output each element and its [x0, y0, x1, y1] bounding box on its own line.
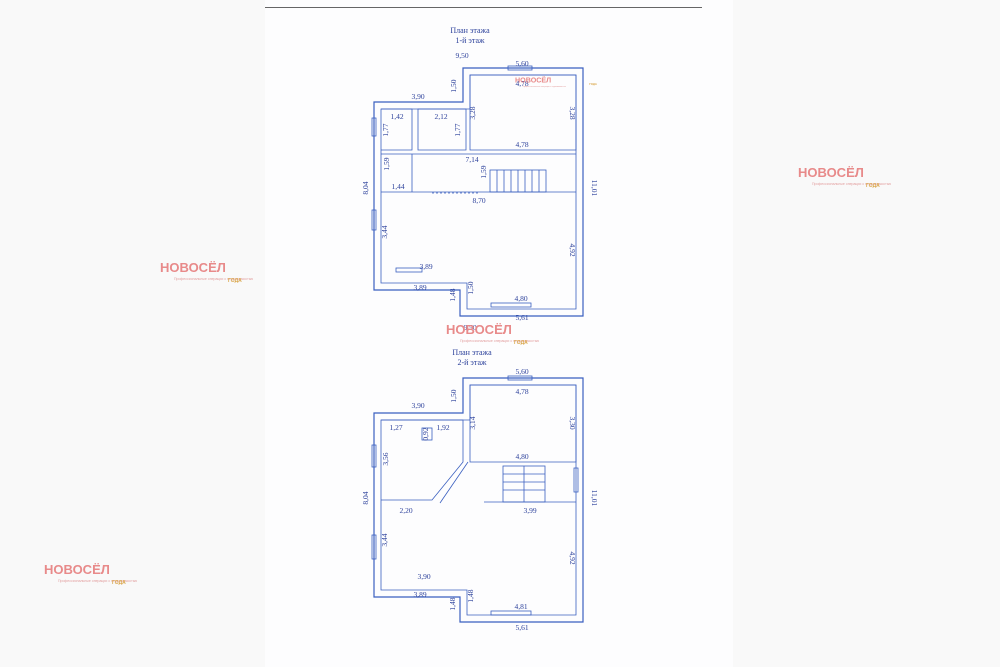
floor-plan-2: 9,50 План этажа 2-й этаж 5,60 4,78 3,14 …	[361, 323, 599, 632]
dim-label: 11,01	[590, 490, 599, 507]
dim-label: 1,50	[466, 281, 475, 294]
dim-label: 1,27	[389, 423, 402, 432]
plan2-title: План этажа	[452, 348, 492, 357]
dim-label: 5,61	[515, 623, 528, 632]
svg-text:ГОДА: ГОДА	[589, 82, 597, 86]
dim-label: 11,01	[590, 180, 599, 197]
svg-text:ГОДА: ГОДА	[228, 278, 242, 284]
dim-label: 8,04	[361, 491, 370, 504]
dim-label: 3,28	[468, 106, 477, 119]
dim-label: 1,48	[448, 288, 457, 301]
dim-label: 0,92	[421, 427, 430, 440]
dim-label: 1,44	[391, 182, 404, 191]
dim-label: 3,89	[419, 262, 432, 271]
dim-label: 1,48	[448, 597, 457, 610]
svg-text:ГОДА: ГОДА	[514, 340, 528, 346]
dim-label: 4,78	[515, 79, 528, 88]
svg-text:Профессиональные операции с не: Профессиональные операции с недвижимость…	[812, 182, 892, 186]
plan1-outer-wall	[373, 67, 584, 317]
plan2-subtitle: 2-й этаж	[457, 358, 487, 367]
svg-text:ГОДА: ГОДА	[112, 580, 126, 586]
plan2-room-upper	[469, 384, 577, 463]
dim-label: 7,14	[465, 155, 478, 164]
dim-label: 1,50	[449, 79, 458, 92]
dim-label: 5,60	[515, 59, 528, 68]
dim-label: 9,50	[455, 51, 468, 60]
watermark: НОВОСЁЛ Профессиональные операции с недв…	[446, 322, 540, 346]
svg-text:Профессиональные операции с не: Профессиональные операции с недвижимость…	[523, 85, 567, 88]
dim-label: 3,44	[380, 533, 389, 546]
dim-label: 3,28	[568, 106, 577, 119]
dim-label: 3,56	[381, 452, 390, 465]
plan1-subtitle: 1-й этаж	[455, 36, 485, 45]
dim-label: 3,14	[468, 416, 477, 429]
dim-label: 1,92	[436, 423, 449, 432]
plan1-stairs	[489, 169, 547, 193]
dim-label: 2,20	[399, 506, 412, 515]
watermark: НОВОСЁЛ Профессиональные операции с недв…	[798, 165, 892, 189]
plan1-title: План этажа	[450, 26, 490, 35]
plan2-bath	[381, 419, 464, 501]
dim-label: 4,80	[515, 452, 528, 461]
dim-label: 1,48	[466, 589, 475, 602]
dim-label: 3,44	[380, 225, 389, 238]
svg-text:ГОДА: ГОДА	[866, 183, 880, 189]
plan2-bath-box	[421, 427, 433, 441]
svg-text:НОВОСЁЛ: НОВОСЁЛ	[446, 322, 512, 337]
svg-text:Профессиональные операции с не: Профессиональные операции с недвижимость…	[174, 277, 254, 281]
dim-label: 8,70	[472, 196, 485, 205]
plan1-window-top	[507, 65, 533, 71]
svg-text:НОВОСЁЛ: НОВОСЁЛ	[160, 260, 226, 275]
dim-label: 4,80	[514, 294, 527, 303]
dim-label: 4,81	[514, 602, 527, 611]
dim-label: 4,78	[515, 387, 528, 396]
plan2-stairs	[502, 465, 546, 503]
dim-label: 9,50	[463, 323, 476, 332]
page-margin-right	[733, 0, 1000, 667]
dim-label: 8,04	[361, 181, 370, 194]
watermark: НОВОСЁЛ Профессиональные операции с недв…	[160, 260, 254, 284]
dim-label: 4,78	[515, 140, 528, 149]
plan1-room-upper	[469, 74, 577, 151]
paper-sheet	[265, 0, 733, 667]
dim-label: 3,89	[413, 590, 426, 599]
dim-label: 1,59	[382, 157, 391, 170]
plan1-window-left	[395, 267, 423, 273]
svg-text:Профессиональные операции с не: Профессиональные операции с недвижимость…	[58, 579, 138, 583]
svg-text:Профессиональные операции с не: Профессиональные операции с недвижимость…	[460, 339, 540, 343]
plan1-wc-1	[381, 108, 413, 151]
sheet-top-rule	[265, 7, 702, 8]
plan2-outer-wall	[373, 377, 584, 623]
dim-label: 5,60	[515, 367, 528, 376]
floor-plan-1: План этажа 1-й этаж 9,5	[361, 26, 599, 322]
dim-label: 3,90	[411, 401, 424, 410]
page-margin-left	[0, 0, 265, 667]
plan1-window-bottom	[490, 302, 532, 308]
dim-label: 2,12	[434, 112, 447, 121]
svg-text:НОВОСЁЛ: НОВОСЁЛ	[44, 562, 110, 577]
plan1-wc-2	[417, 108, 467, 151]
dim-label: 1,42	[390, 112, 403, 121]
svg-text:НОВОСЁЛ: НОВОСЁЛ	[798, 165, 864, 180]
dim-label: 3,30	[568, 416, 577, 429]
dim-label: 3,99	[523, 506, 536, 515]
dim-label: 3,90	[417, 572, 430, 581]
dim-label: 1,59	[479, 165, 488, 178]
dim-label: 1,50	[449, 389, 458, 402]
watermark: НОВОСЁЛ Профессиональные операции с недв…	[44, 562, 138, 586]
dim-label: 1,77	[381, 123, 390, 136]
dim-label: 1,77	[453, 123, 462, 136]
svg-text:НОВОСЁЛ: НОВОСЁЛ	[515, 77, 551, 85]
dim-label: 4,92	[568, 551, 577, 564]
dim-label: 3,89	[413, 283, 426, 292]
dim-label: 4,92	[568, 243, 577, 256]
dim-label: 5,61	[515, 313, 528, 322]
dim-label: 3,90	[411, 92, 424, 101]
watermark: НОВОСЁЛ Профессиональные операции с недв…	[515, 77, 597, 88]
